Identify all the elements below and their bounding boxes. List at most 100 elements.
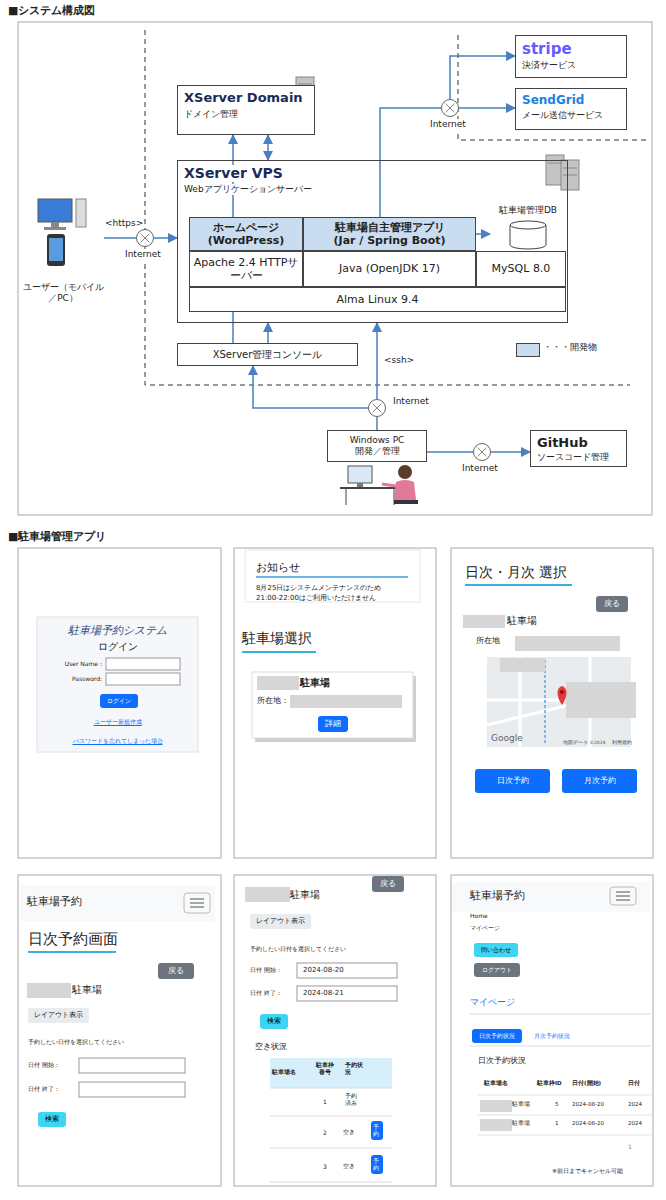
- screen-text: 予約済み: [345, 1093, 361, 1107]
- ui-button: 月次予約: [562, 769, 637, 793]
- node-text: Internet: [462, 463, 498, 474]
- screen-text: 1: [628, 1143, 632, 1151]
- screen-text: ログイン: [40, 641, 195, 654]
- screen-text: お知らせ: [256, 561, 300, 575]
- connector: [450, 56, 515, 99]
- path-shape: [373, 404, 382, 413]
- rect-shape: [18, 22, 652, 515]
- connector: [253, 366, 368, 408]
- layer-box: Alma Linux 9.4: [189, 287, 566, 312]
- rect-shape: [245, 887, 290, 902]
- screen-text: 2024-08-20: [303, 966, 344, 975]
- path-shape: [616, 892, 630, 900]
- server-box: XServer VPSWebアプリケーションサーバーホームページ (WordPr…: [177, 160, 568, 323]
- cross-mark: [369, 400, 385, 416]
- screen-text: 1: [323, 1098, 327, 1106]
- path-shape: [458, 35, 650, 140]
- screen-text: 8月25日はシステムメンテナンスのため 21:00-22:00はご利用いただけま…: [256, 583, 406, 603]
- line-shape: [470, 1014, 650, 1015]
- node-text: メール送信サービス: [522, 110, 620, 121]
- node-text: 開発／管理: [330, 446, 424, 457]
- rect-shape: [561, 160, 579, 190]
- service-box: stripe決済サービス: [515, 35, 627, 78]
- path-shape: [478, 448, 487, 457]
- line-shape: [544, 660, 546, 745]
- rect-shape: [480, 1100, 512, 1112]
- rect-shape: [500, 658, 545, 672]
- rect-shape: [297, 963, 397, 978]
- path-shape: [478, 1095, 653, 1135]
- node-text: Java (OpenJDK 17): [339, 262, 440, 275]
- node-text: Webアプリケーションサーバー: [184, 184, 312, 195]
- line-shape: [242, 651, 316, 653]
- connector: [267, 323, 269, 343]
- rect-shape: [394, 500, 418, 504]
- ui-button: 予約: [371, 1121, 383, 1140]
- screen-text: マイページ: [470, 924, 500, 932]
- rect-shape: [234, 548, 436, 858]
- screen-text: 日次・月次 選択: [465, 564, 567, 582]
- rect-shape: [252, 672, 413, 738]
- screen-text: Password:: [46, 675, 102, 683]
- screen-text: 5: [555, 1101, 559, 1108]
- connector: [154, 237, 177, 239]
- node-text: Alma Linux 9.4: [336, 293, 418, 306]
- ui-button: 検索: [260, 1014, 288, 1029]
- line-shape: [563, 175, 577, 176]
- legend-swatch: [516, 343, 540, 357]
- screen-text: 駐車場予約システム: [40, 624, 195, 638]
- screen-mockups: [20, 550, 653, 1182]
- rect-shape: [106, 673, 180, 685]
- ui-button: レイアウト表示: [250, 914, 311, 929]
- screen-text: 2024-08-20: [572, 1101, 604, 1108]
- node-text: Windows PC: [330, 435, 424, 446]
- screen-text: 月次予約状況: [534, 1032, 570, 1040]
- screen-text: 駐車場: [512, 1101, 530, 1108]
- rect-shape: [18, 548, 221, 858]
- pc-box: Windows PC開発／管理: [327, 430, 427, 462]
- screen-text: 日付(開始): [572, 1080, 601, 1087]
- screen-text: User Name :: [46, 660, 102, 668]
- connector: [427, 451, 473, 453]
- node-text: Internet: [125, 249, 161, 260]
- ui-button: レイアウト表示: [28, 1008, 89, 1023]
- screen-text: 2: [323, 1129, 327, 1137]
- rect-shape: [257, 676, 299, 690]
- dev-box: 駐車場自主管理アプリ (Jar / Spring Boot): [303, 217, 476, 251]
- cross-mark: [474, 444, 490, 460]
- line-shape: [256, 576, 408, 578]
- cross-mark: [137, 230, 153, 246]
- internet-circle: Internet: [473, 443, 491, 461]
- screen-text: 日付 終了：: [250, 989, 282, 997]
- rect-shape: [451, 875, 653, 1186]
- screen-text: 所在地: [476, 636, 500, 646]
- rect-shape: [234, 875, 436, 1186]
- connector-label: <ssh>: [383, 355, 415, 365]
- ui-button: 問い合わせ: [474, 943, 518, 957]
- line-shape: [548, 163, 562, 164]
- user-node: ユーザー（モバイル／PC）: [22, 196, 104, 304]
- rect-shape: [27, 983, 71, 998]
- rect-shape: [610, 887, 636, 905]
- screen-text: パスワードを忘れてしまった場合: [40, 737, 195, 745]
- rect-shape: [79, 1058, 185, 1073]
- frames: [18, 22, 653, 1186]
- rect-shape: [76, 199, 86, 227]
- path-shape: [446, 104, 455, 113]
- connector: [459, 107, 515, 109]
- node-text: XServer VPS: [184, 165, 283, 182]
- screen-text: 駐車場名: [484, 1080, 508, 1087]
- screen-text: 駐車場予約: [27, 895, 82, 909]
- node-text: MySQL 8.0: [492, 262, 551, 275]
- ui-button: 戻る: [372, 876, 404, 892]
- rect-shape: [38, 199, 72, 222]
- ui-button: 戻る: [158, 963, 194, 979]
- rect-shape: [47, 234, 65, 266]
- rect-shape: [451, 548, 653, 858]
- node-text: 駐車場自主管理アプリ (Jar / Spring Boot): [325, 221, 455, 247]
- path-shape: [141, 234, 150, 243]
- rect-shape: [357, 483, 363, 487]
- node-text: ソースコード管理: [537, 452, 620, 463]
- screen-text: 2024: [628, 1120, 642, 1127]
- line-shape: [346, 488, 347, 505]
